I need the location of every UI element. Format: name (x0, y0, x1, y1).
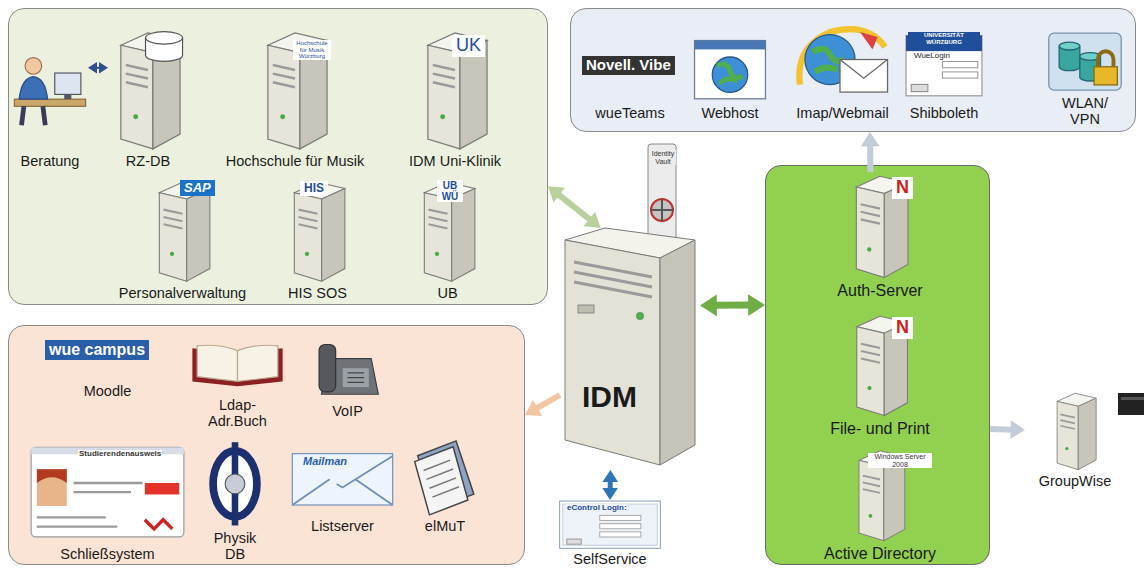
logo-text: Hochschule für Musik Würzburg (293, 40, 331, 60)
node-label: VoIP (332, 401, 363, 420)
connector-line (536, 395, 560, 409)
imap-icon (785, 22, 900, 103)
serverdb-icon (108, 28, 188, 151)
target-panel: MoodleLdap- Adr.Buch VoIP Schließsystem Phy… (8, 325, 525, 565)
connector (548, 186, 601, 228)
node-label: Hochschule für Musik (226, 151, 365, 170)
server-node: GroupWise (1025, 390, 1125, 490)
node-label: Active Directory (824, 543, 936, 563)
service-node: Physik DB (195, 440, 275, 563)
node-label: Shibboleth (910, 103, 979, 122)
server-icon (805, 312, 955, 418)
server-node: RZ-DB (108, 28, 188, 170)
logo-text: N (892, 317, 913, 339)
server-node: HIS SOS (270, 178, 365, 302)
arrow-head (602, 470, 618, 482)
arrow-head (602, 488, 618, 500)
connector-line (714, 302, 750, 309)
wlan-icon (1040, 28, 1130, 93)
arrow-head (700, 294, 717, 316)
server-illustration (560, 140, 700, 470)
logo-text: UNIVERSITÄT WÜRZBURG (908, 32, 980, 45)
node-label: HIS SOS (288, 283, 347, 302)
server-icon (1025, 390, 1125, 471)
connector-line (867, 144, 873, 172)
phone-icon (305, 335, 390, 401)
book-icon (190, 335, 285, 395)
logo-text: Identity Vault (650, 150, 676, 165)
service-node: VoIP (305, 335, 390, 420)
logo-text: HIS (300, 181, 328, 196)
logo-text: wue campus (45, 340, 149, 360)
service-node: elMuT (410, 435, 480, 535)
arrow-head (525, 400, 542, 416)
logo-text: Mailman (302, 455, 348, 467)
connector (990, 420, 1025, 439)
server-node: File- und Print (805, 312, 955, 438)
logo-text: WueLogin (913, 52, 951, 61)
logo-text: Studierendenausweis (78, 450, 162, 459)
connector-line (558, 194, 591, 221)
connector-line (990, 426, 1013, 433)
node-label: IDM Uni-Klinik (409, 151, 501, 170)
node-label: Schließsystem (60, 544, 154, 563)
node-label: Auth-Server (837, 280, 922, 300)
logo-text: SAP (180, 180, 215, 196)
arrow-head (861, 132, 880, 146)
node-label: Listserver (311, 516, 374, 535)
service-node: wueTeams (578, 36, 682, 122)
node-label: wueTeams (595, 103, 664, 122)
monitor-edge (1121, 397, 1144, 400)
connector (700, 294, 765, 316)
elmut-icon (410, 435, 480, 516)
server-node: Personalverwaltung (110, 178, 255, 302)
logo-text: Novell. Vibe (582, 56, 675, 75)
physik-icon (195, 440, 275, 528)
idm-server: IDM (560, 228, 700, 470)
service-node: WLAN/ VPN (1040, 28, 1130, 128)
node-label: RZ-DB (126, 151, 170, 170)
node-label: Webhost (702, 103, 759, 122)
node-label: Personalverwaltung (119, 283, 246, 302)
node-label: Ldap- Adr.Buch (202, 395, 274, 430)
node-label: Moodle (84, 381, 132, 400)
server-node: Auth-Server (820, 172, 940, 300)
user-icon: Beratung (12, 28, 88, 170)
service-node: Ldap- Adr.Buch (190, 335, 285, 430)
node-label: Physik DB (207, 528, 263, 563)
node-label: GroupWise (1039, 471, 1112, 490)
logo-text: eControl Login: (566, 504, 628, 513)
arrow-head (548, 186, 565, 202)
service-node: Imap/Webmail (785, 22, 900, 122)
arrow-head (1010, 420, 1025, 439)
logo-text: UK (452, 35, 485, 57)
webhost-icon (692, 36, 768, 103)
node-label: UB (437, 283, 457, 302)
mail-icon (290, 440, 395, 516)
person-icon (12, 28, 88, 151)
monitor-edge (1118, 393, 1144, 415)
service-node: Webhost (692, 36, 768, 122)
node-label: Beratung (21, 151, 80, 170)
server-icon (820, 172, 940, 280)
node-label: File- und Print (830, 418, 930, 438)
server-title: IDM (582, 378, 637, 415)
arrow-head (748, 294, 765, 316)
connector (602, 470, 618, 500)
node-label: SelfService (573, 549, 646, 568)
logo-text: N (892, 177, 913, 199)
node-label: Imap/Webmail (796, 103, 888, 122)
node-label: WLAN/ VPN (1059, 93, 1111, 128)
novell-panel: Auth-ServerFile- und PrintActive Directo… (765, 165, 990, 565)
logo-text: UB WÜ (437, 180, 463, 202)
connector (525, 395, 560, 416)
logo-text: Windows Server 2008 (868, 453, 932, 468)
node-label: elMuT (425, 516, 465, 535)
arrow-head (584, 212, 601, 228)
